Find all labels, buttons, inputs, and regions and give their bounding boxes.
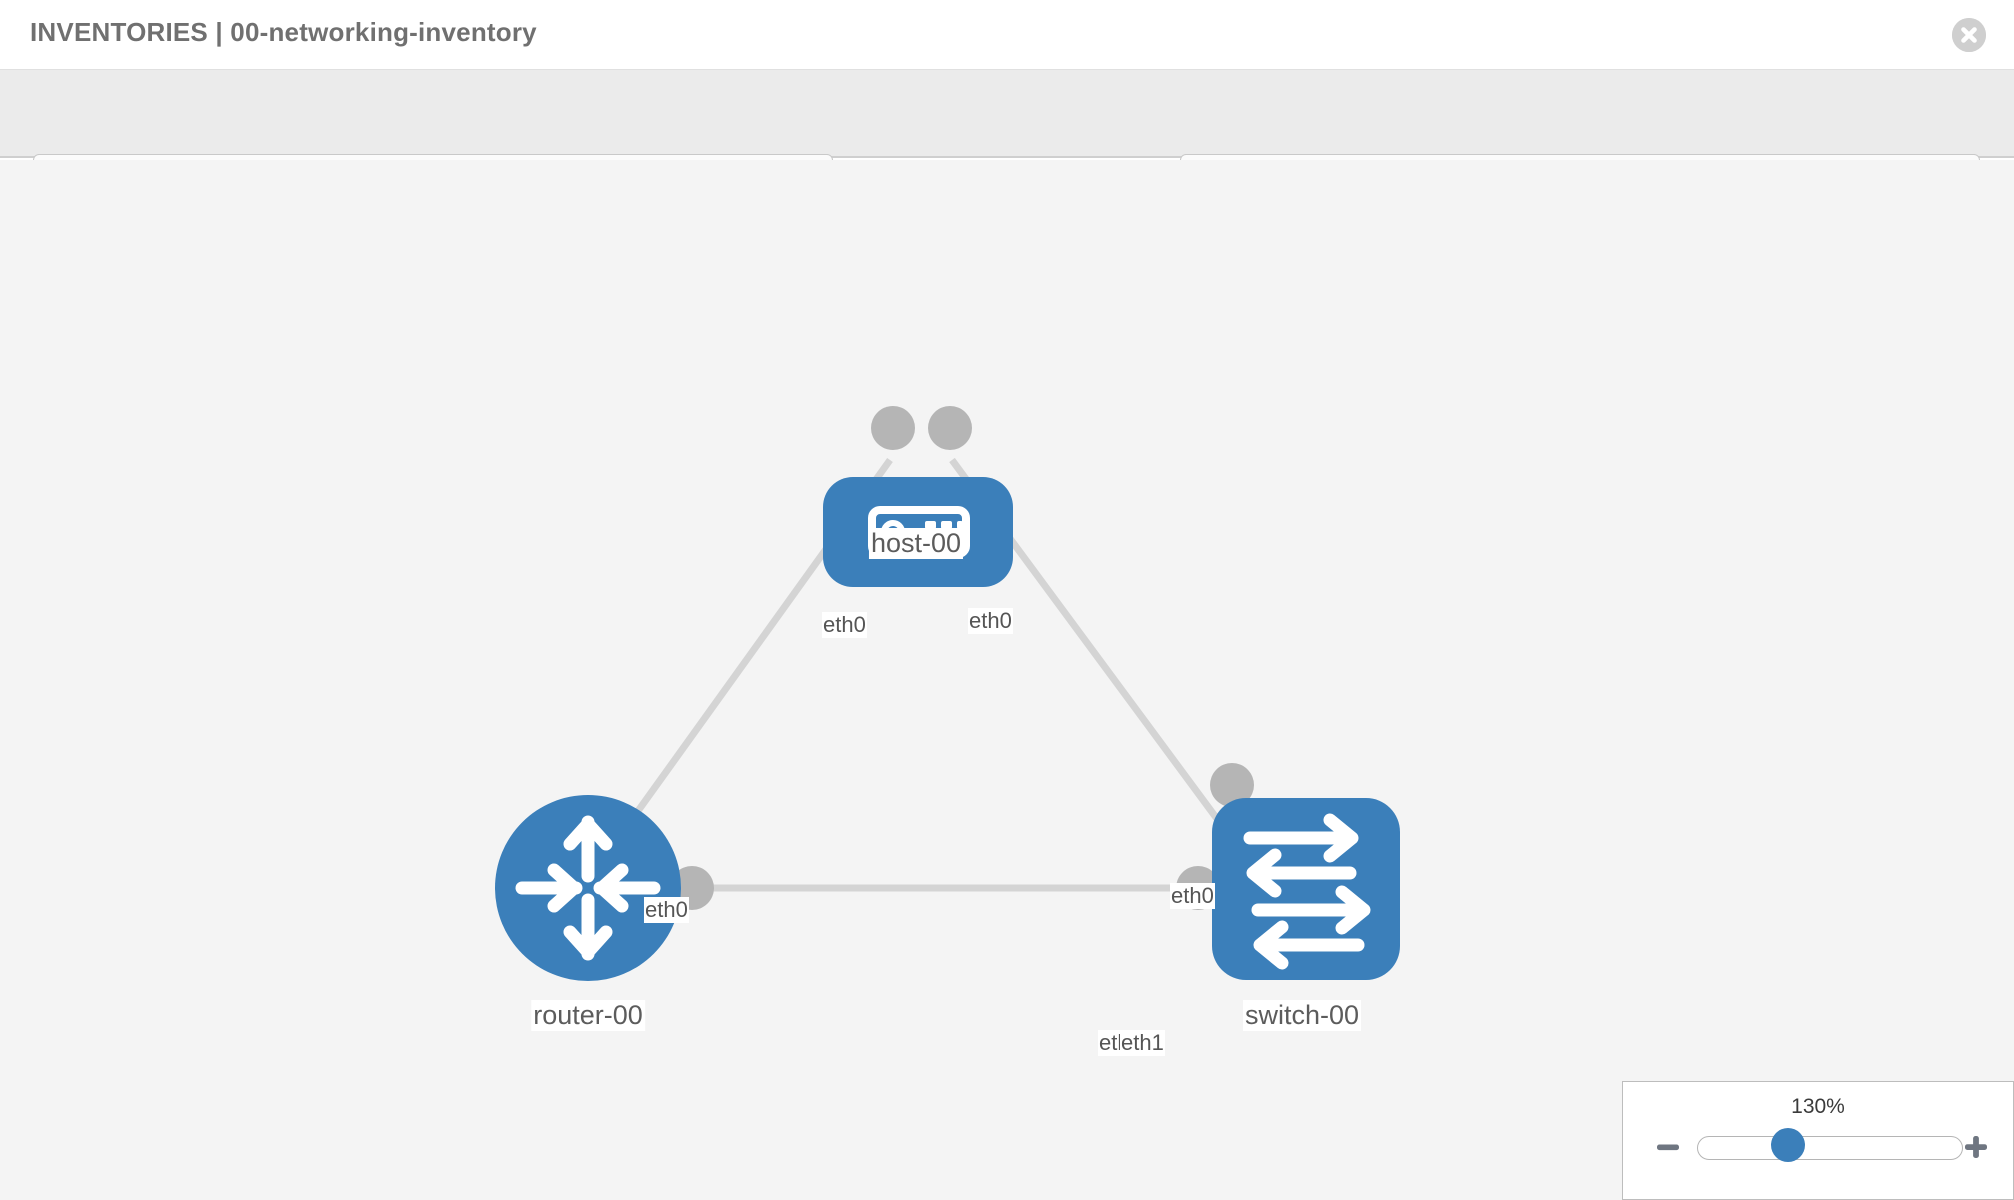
node-label-router-00: router-00 — [531, 1000, 645, 1031]
node-router-00 — [495, 795, 681, 981]
topology-graph — [495, 406, 1400, 981]
toolbar: ACTIONS SEARCH — [0, 70, 2014, 206]
node-label-host-00: host-00 — [868, 528, 964, 559]
switch-icon — [1243, 813, 1371, 970]
zoom-level-value: 130% — [1791, 1095, 1845, 1118]
page-title: INVENTORIES | 00-networking-inventory — [30, 17, 537, 47]
node-switch-00 — [1212, 798, 1400, 980]
zoom-slider-track[interactable] — [1697, 1136, 1963, 1160]
connector-host00-right — [928, 406, 972, 450]
edge-label-host00-right: eth0 — [968, 608, 1013, 634]
edge-label-switch00-host: eth0 — [1170, 883, 1215, 909]
zoom-control-panel: 130% — [1622, 1081, 2014, 1200]
zoom-out-button[interactable] — [1653, 1132, 1683, 1162]
connector-host00-left — [871, 406, 915, 450]
page-header: INVENTORIES | 00-networking-inventory — [0, 0, 2014, 70]
node-label-switch-00: switch-00 — [1242, 1000, 1362, 1031]
edge-label-switch00-eth1: eth1 — [1120, 1030, 1165, 1056]
zoom-in-button[interactable] — [1961, 1132, 1991, 1162]
connector-switch00-top — [1210, 763, 1254, 807]
router-icon — [515, 815, 661, 961]
zoom-slider-thumb[interactable] — [1771, 1128, 1805, 1162]
edge-label-router00-host: eth0 — [644, 897, 689, 923]
topology-canvas[interactable]: host-00 router-00 switch-00 eth0 eth0 et… — [0, 160, 2014, 1200]
close-icon[interactable] — [1952, 18, 1986, 52]
edge-label-host00-left: eth0 — [822, 612, 867, 638]
